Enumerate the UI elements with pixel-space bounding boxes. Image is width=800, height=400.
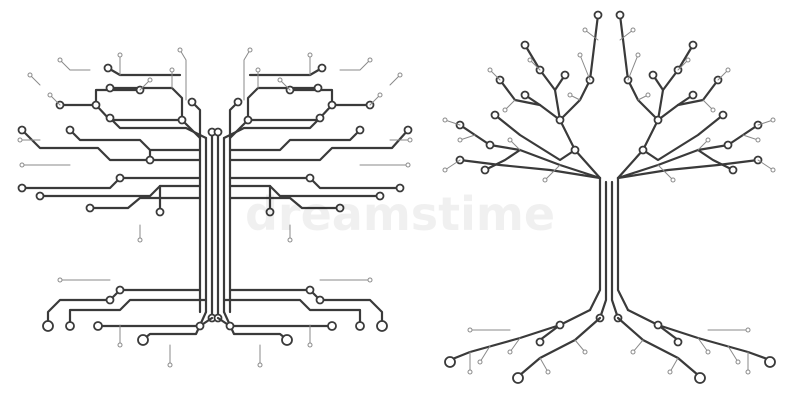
right-roots: [444, 308, 776, 384]
right-canopy: [455, 10, 763, 180]
square-circuit-tree: [17, 47, 413, 368]
left-roots: [42, 285, 388, 346]
left-trunk: [198, 127, 232, 323]
left-mid-branches: [17, 173, 405, 217]
right-thin-leaves: [442, 27, 776, 375]
round-circuit-tree: [442, 10, 776, 384]
right-trunk: [588, 176, 630, 323]
left-thin-leaves: [17, 47, 413, 368]
left-canopy: [17, 63, 413, 165]
